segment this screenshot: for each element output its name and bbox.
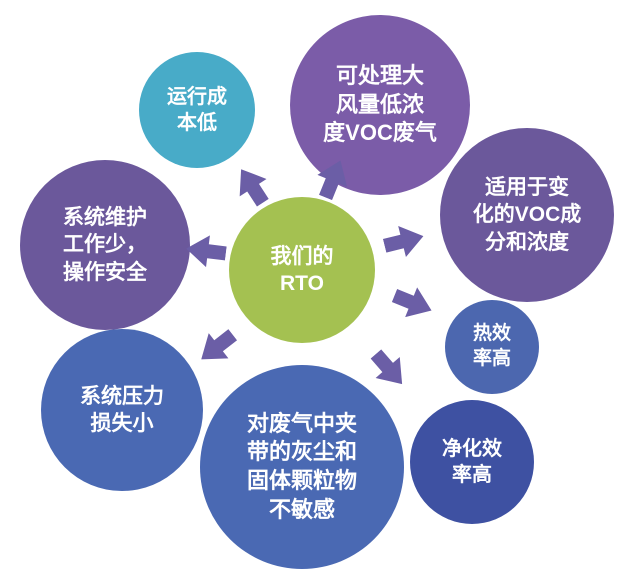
arrow-to-thermal-efficiency-icon xyxy=(391,287,432,318)
arrow-to-large-volume-voc-icon xyxy=(317,160,348,201)
node-pressure-loss: 系统压力 损失小 xyxy=(41,329,203,491)
center-node-rto-label: 我们的 RTO xyxy=(270,244,334,295)
node-purification-efficiency: 净化效 率高 xyxy=(410,400,534,524)
node-dust-insensitive-label: 对废气中夹 带的灰尘和 固体颗粒物 不敏感 xyxy=(246,410,357,522)
center-node-rto: 我们的 RTO xyxy=(229,197,375,343)
arrow-to-operating-cost-icon xyxy=(239,169,269,207)
node-maintenance-label: 系统维护 工作少， 操作安全 xyxy=(63,206,147,284)
node-thermal-efficiency: 热效 率高 xyxy=(445,300,539,394)
node-purification-efficiency-label: 净化效 率高 xyxy=(442,438,502,486)
arrow-to-pressure-loss-icon xyxy=(201,329,238,360)
arrow-to-purification-efficiency-icon xyxy=(370,349,403,385)
node-variable-voc: 适用于变 化的VOC成 分和浓度 xyxy=(440,128,614,302)
node-thermal-efficiency-label: 热效 率高 xyxy=(472,323,511,369)
node-pressure-loss-label: 系统压力 损失小 xyxy=(80,384,164,435)
node-variable-voc-label: 适用于变 化的VOC成 分和浓度 xyxy=(472,176,582,254)
node-dust-insensitive: 对废气中夹 带的灰尘和 固体颗粒物 不敏感 xyxy=(200,365,404,569)
arrow-to-variable-voc-icon xyxy=(382,225,424,258)
node-maintenance: 系统维护 工作少， 操作安全 xyxy=(20,160,190,330)
node-operating-cost-label: 运行成 本低 xyxy=(167,86,227,134)
arrow-to-maintenance-icon xyxy=(186,235,227,268)
node-operating-cost: 运行成 本低 xyxy=(139,52,255,168)
node-large-volume-voc-label: 可处理大 风量低浓 度VOC废气 xyxy=(323,63,437,146)
node-large-volume-voc: 可处理大 风量低浓 度VOC废气 xyxy=(290,15,470,195)
